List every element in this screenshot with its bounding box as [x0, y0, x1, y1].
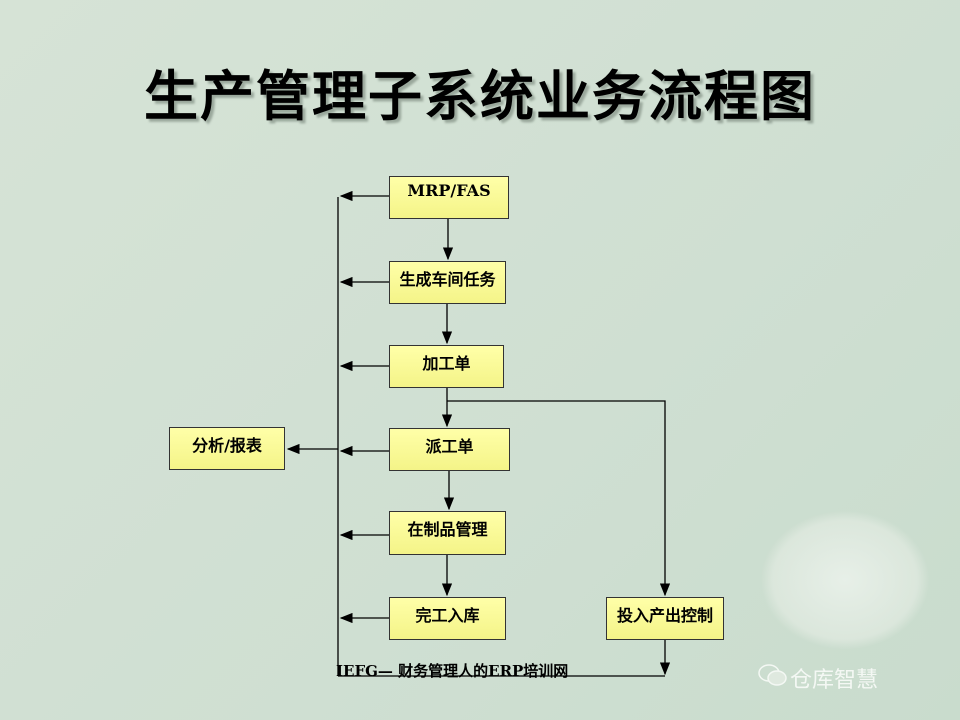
node-dispatch-order: 派工单	[389, 428, 510, 471]
page-title: 生产管理子系统业务流程图	[144, 64, 816, 128]
node-wip-management: 在制品管理	[389, 511, 506, 555]
node-io-control: 投入产出控制	[606, 597, 724, 640]
watermark-text: 仓库智慧	[790, 668, 879, 693]
wechat-icon	[758, 664, 787, 686]
node-process-order: 加工单	[389, 345, 504, 388]
node-mrp-fas: MRP/FAS	[389, 176, 509, 219]
node-completion-storage: 完工入库	[389, 597, 506, 640]
footer-caption: IEFG— 财务管理人的ERP培训网	[336, 662, 569, 680]
node-analysis-report: 分析/报表	[169, 427, 285, 470]
arrow-order-to-io-control	[447, 400, 671, 597]
decorative-dragon-watermark	[760, 510, 930, 650]
node-generate-workshop-task: 生成车间任务	[389, 261, 506, 304]
